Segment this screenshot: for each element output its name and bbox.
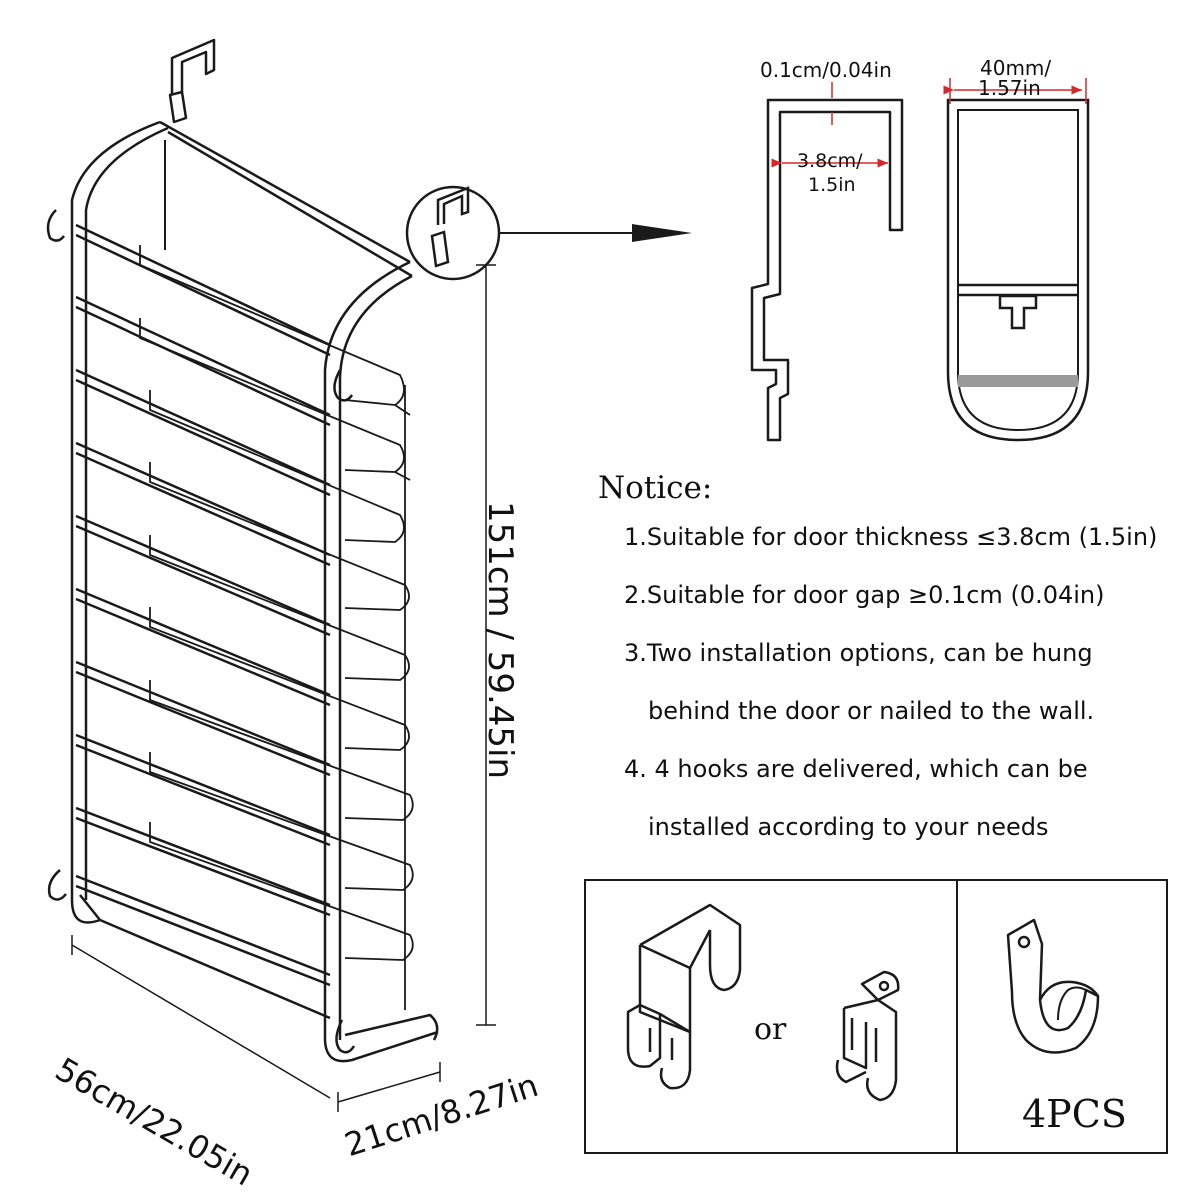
hooks-count-label: 4PCS — [1022, 1092, 1127, 1136]
hook-profile-dimensions — [771, 82, 888, 168]
hook-width-label-bottom: 1.57in — [978, 76, 1041, 100]
height-dimension-label: 151cm / 59.45in — [480, 500, 520, 780]
notice-item-3: 3.Two installation options, can be hung — [624, 639, 1093, 667]
notice-item-2: 2.Suitable for door gap ≥0.1cm (0.04in) — [624, 581, 1105, 609]
notice-item-4: 4. 4 hooks are delivered, which can be — [624, 755, 1088, 783]
notice-item-1: 1.Suitable for door thickness ≤3.8cm (1.… — [624, 523, 1158, 551]
hook-front-drawing — [946, 98, 1090, 442]
hooks-panel — [584, 879, 1168, 1154]
hook-width-label-top: 40mm/ — [980, 56, 1052, 80]
rack-dimension-lines — [71, 264, 496, 1112]
notice-item-3-continued: behind the door or nailed to the wall. — [648, 697, 1095, 725]
over-door-hook-large — [626, 903, 742, 1090]
door-thickness-label-top: 3.8cm/ — [797, 150, 863, 172]
notice-item-4-continued: installed according to your needs — [648, 813, 1049, 841]
hook-magnifier — [405, 185, 692, 281]
notice-title: Notice: — [598, 470, 713, 506]
or-label: or — [754, 1012, 787, 1047]
door-gap-label: 0.1cm/0.04in — [760, 58, 892, 82]
over-door-hook-small — [835, 970, 900, 1102]
shoe-rack-illustration — [46, 38, 439, 1063]
wall-hook — [1006, 918, 1100, 1054]
hook-front-dimensions — [943, 78, 1087, 104]
door-thickness-label-bottom: 1.5in — [808, 174, 856, 196]
hook-profile-drawing — [750, 98, 904, 442]
